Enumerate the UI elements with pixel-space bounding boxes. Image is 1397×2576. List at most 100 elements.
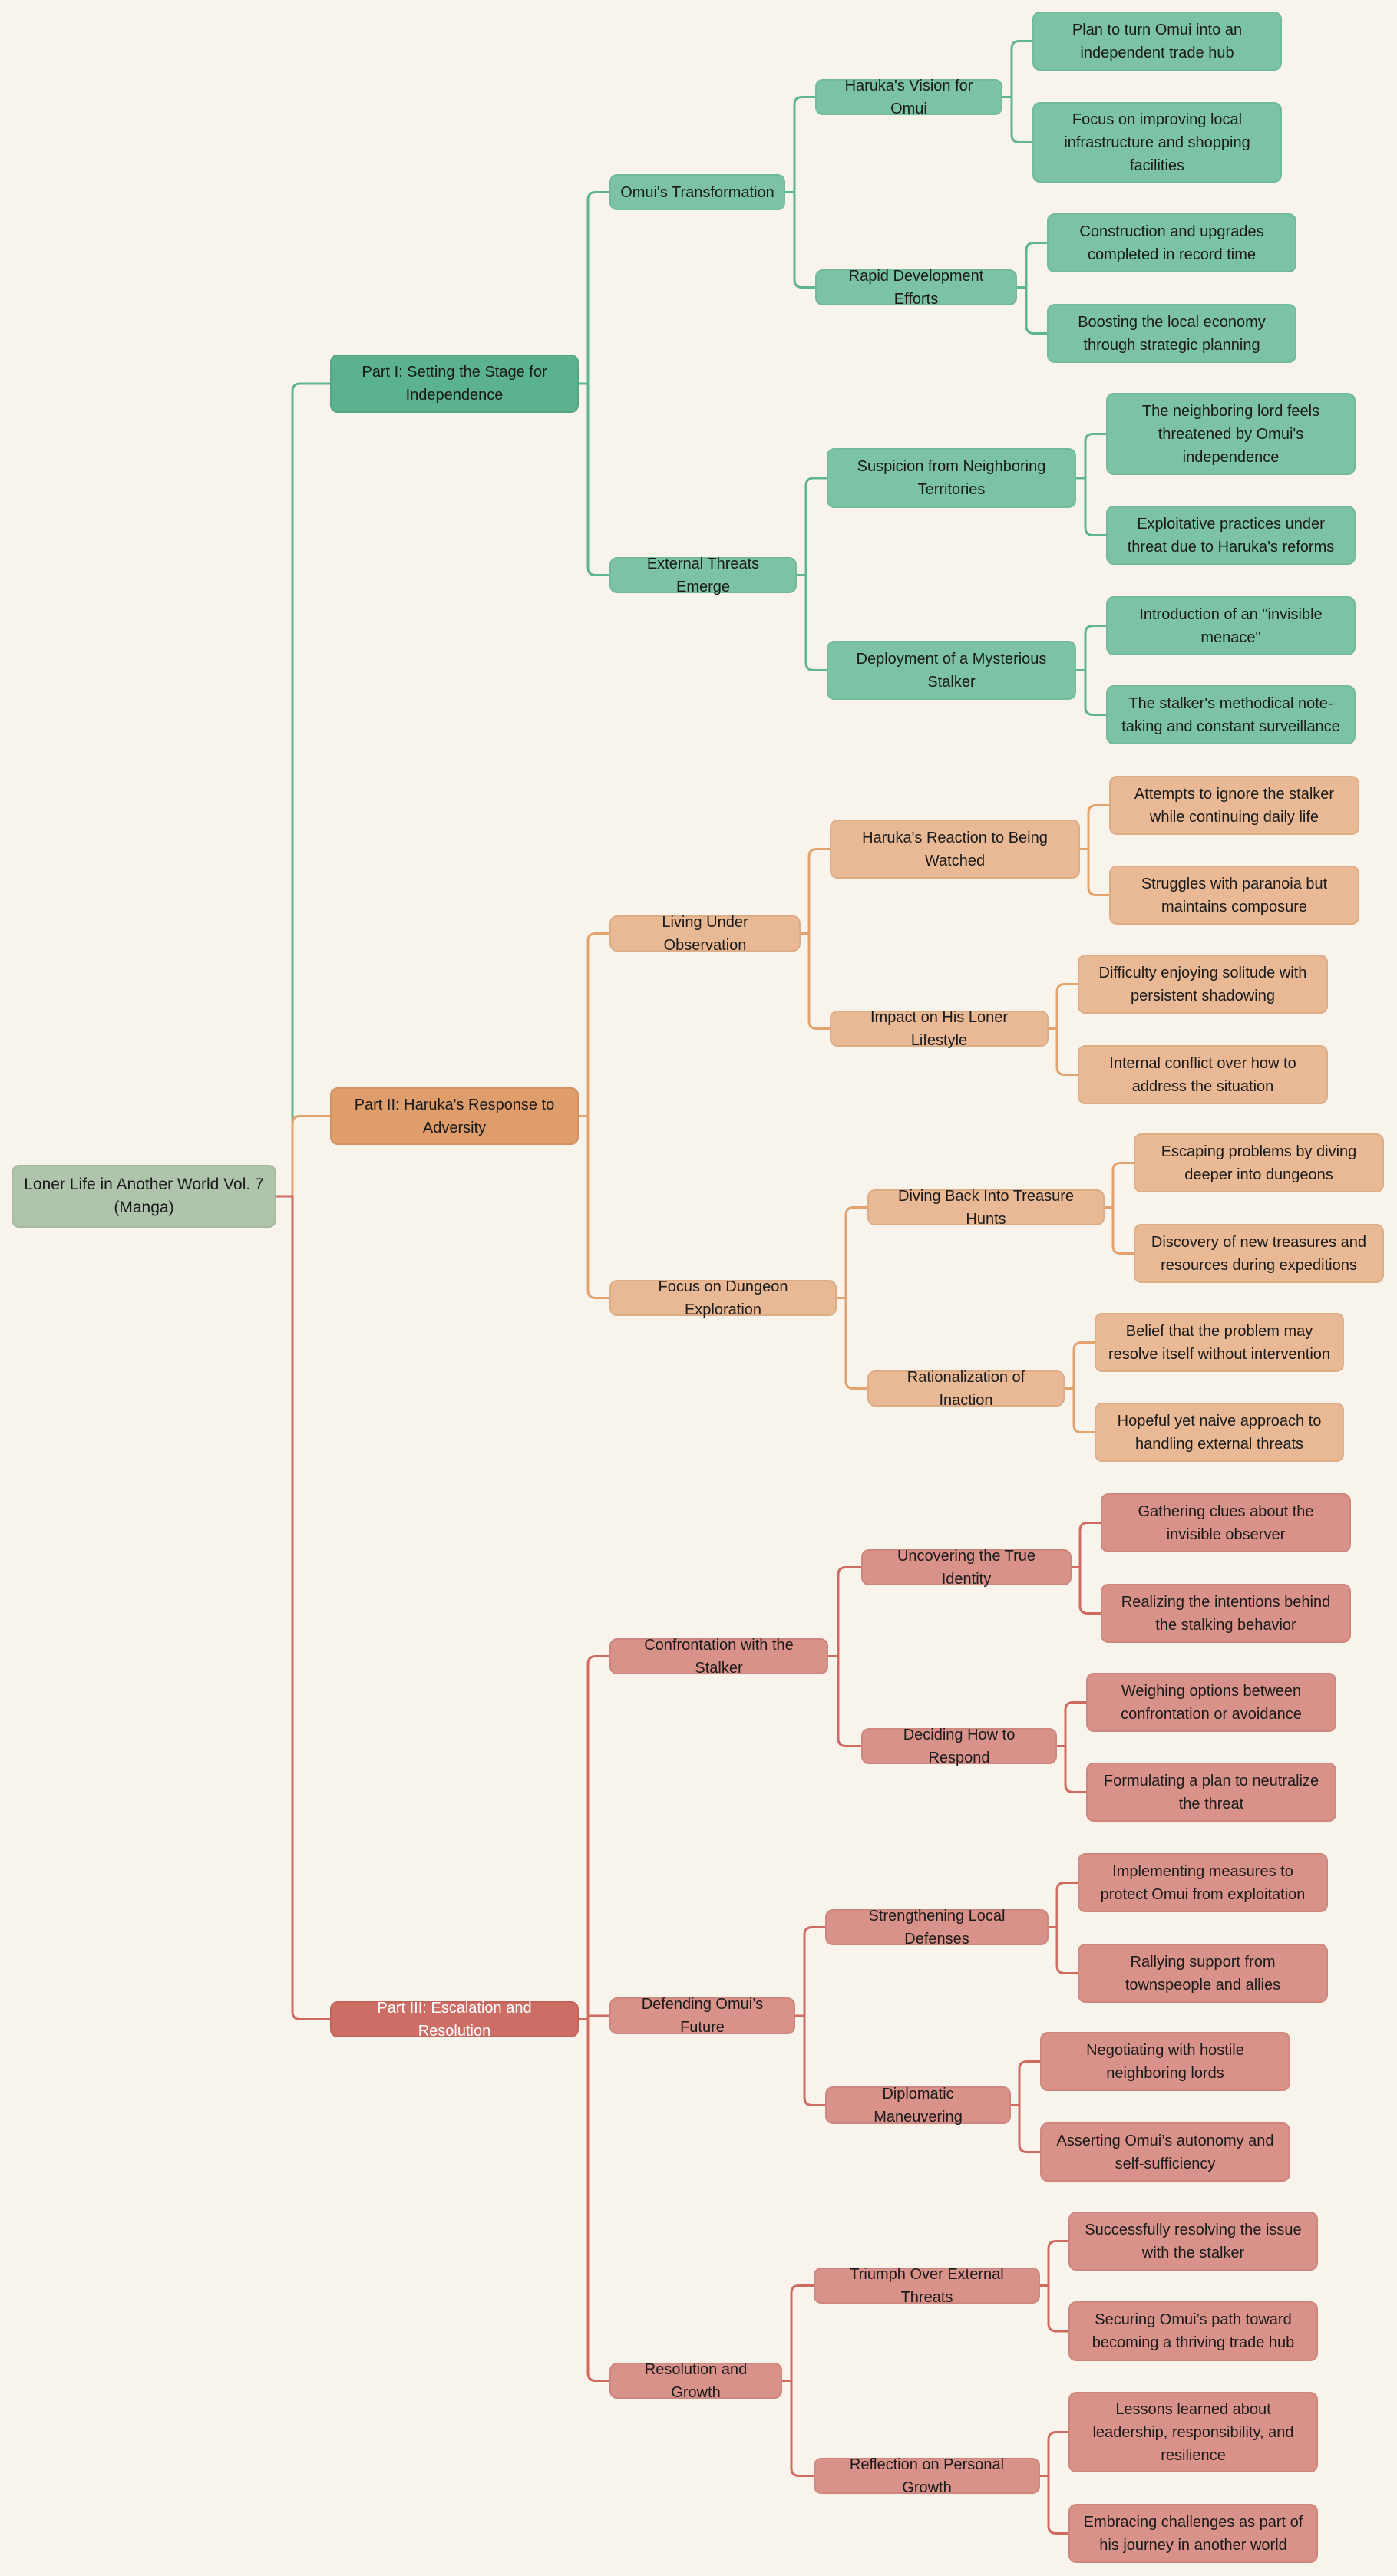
leaf-node[interactable]: Exploitative practices under threat due … bbox=[1106, 506, 1356, 565]
leaf-node[interactable]: Rallying support from townspeople and al… bbox=[1078, 1944, 1328, 2003]
leaf-node[interactable]: Formulating a plan to neutralize the thr… bbox=[1086, 1763, 1336, 1822]
subtopic-node[interactable]: Strengthening Local Defenses bbox=[825, 1908, 1049, 1948]
connector-line bbox=[1076, 669, 1106, 716]
connector-line bbox=[276, 1115, 330, 1198]
leaf-node[interactable]: Struggles with paranoia but maintains co… bbox=[1109, 866, 1359, 925]
connector-line bbox=[276, 382, 330, 1198]
leaf-node[interactable]: Escaping problems by diving deeper into … bbox=[1134, 1133, 1384, 1192]
connector-line bbox=[828, 1566, 861, 1657]
connector-line bbox=[1040, 2240, 1068, 2287]
topic-node[interactable]: External Threats Emerge bbox=[609, 556, 797, 595]
connector-line bbox=[782, 2380, 814, 2477]
subtopic-node[interactable]: Haruka's Vision for Omui bbox=[815, 78, 1002, 117]
leaf-node[interactable]: Difficulty enjoying solitude with persis… bbox=[1078, 955, 1328, 1014]
leaf-node[interactable]: Lessons learned about leadership, respon… bbox=[1068, 2392, 1318, 2472]
leaf-node[interactable]: Plan to turn Omui into an independent tr… bbox=[1032, 12, 1282, 71]
leaf-node[interactable]: Belief that the problem may resolve itse… bbox=[1095, 1313, 1344, 1372]
topic-node[interactable]: Focus on Dungeon Exploration bbox=[609, 1278, 837, 1318]
connector-line bbox=[1065, 1387, 1095, 1433]
leaf-node[interactable]: Boosting the local economy through strat… bbox=[1047, 304, 1296, 363]
topic-node[interactable]: Defending Omui’s Future bbox=[609, 1996, 795, 2036]
leaf-node[interactable]: Implementing measures to protect Omui fr… bbox=[1078, 1853, 1328, 1912]
connector-line bbox=[1080, 804, 1109, 850]
connector-line bbox=[837, 1297, 867, 1390]
connector-line bbox=[1076, 477, 1106, 536]
leaf-node[interactable]: Discovery of new treasures and resources… bbox=[1134, 1224, 1384, 1283]
subtopic-node[interactable]: Diplomatic Maneuvering bbox=[825, 2086, 1011, 2126]
connector-line bbox=[785, 96, 815, 193]
leaf-node[interactable]: Gathering clues about the invisible obse… bbox=[1101, 1493, 1351, 1552]
connector-line bbox=[1049, 1926, 1078, 1974]
leaf-node[interactable]: Asserting Omui’s autonomy and self-suffi… bbox=[1040, 2122, 1290, 2182]
leaf-node[interactable]: Construction and upgrades completed in r… bbox=[1047, 213, 1296, 272]
connector-line bbox=[1076, 433, 1106, 480]
connector-line bbox=[1017, 242, 1047, 289]
subtopic-node[interactable]: Diving Back Into Treasure Hunts bbox=[867, 1188, 1105, 1228]
leaf-node[interactable]: Negotiating with hostile neighboring lor… bbox=[1040, 2032, 1290, 2091]
subtopic-node[interactable]: Rapid Development Efforts bbox=[815, 268, 1017, 308]
connector-line bbox=[579, 932, 609, 1117]
branch-part-2[interactable]: Part II: Haruka's Response to Adversity bbox=[330, 1087, 579, 1145]
connector-line bbox=[797, 477, 827, 576]
connector-line bbox=[795, 2014, 825, 2106]
subtopic-node[interactable]: Impact on His Loner Lifestyle bbox=[830, 1009, 1049, 1049]
topic-node[interactable]: Living Under Observation bbox=[609, 914, 801, 954]
connector-line bbox=[1017, 286, 1047, 335]
leaf-node[interactable]: Internal conflict over how to address th… bbox=[1078, 1045, 1328, 1104]
subtopic-node[interactable]: Rationalization of Inaction bbox=[867, 1369, 1065, 1409]
connector-line bbox=[782, 2284, 814, 2382]
connector-line bbox=[1072, 1566, 1101, 1615]
connector-line bbox=[1057, 1745, 1086, 1793]
subtopic-node[interactable]: Deciding How to Respond bbox=[861, 1727, 1057, 1766]
connector-line bbox=[1072, 1522, 1101, 1568]
connector-line bbox=[579, 2018, 609, 2382]
leaf-node[interactable]: Securing Omui’s path toward becoming a t… bbox=[1068, 2301, 1318, 2361]
connector-line bbox=[579, 191, 609, 385]
leaf-node[interactable]: Focus on improving local infrastructure … bbox=[1032, 102, 1282, 183]
topic-node[interactable]: Resolution and Growth bbox=[609, 2361, 782, 2401]
leaf-node[interactable]: The neighboring lord feels threatened by… bbox=[1106, 393, 1356, 475]
connector-line bbox=[1105, 1162, 1134, 1209]
connector-line bbox=[1040, 2475, 1068, 2535]
connector-line bbox=[579, 1115, 609, 1299]
subtopic-node[interactable]: Suspicion from Neighboring Territories bbox=[827, 448, 1076, 508]
topic-node[interactable]: Omui's Transformation bbox=[609, 174, 785, 210]
leaf-node[interactable]: The stalker's methodical note-taking and… bbox=[1106, 685, 1356, 744]
connector-line bbox=[1049, 983, 1078, 1030]
connector-line bbox=[579, 382, 609, 576]
subtopic-node[interactable]: Uncovering the True Identity bbox=[861, 1548, 1072, 1588]
leaf-node[interactable]: Realizing the intentions behind the stal… bbox=[1101, 1584, 1351, 1643]
leaf-node[interactable]: Successfully resolving the issue with th… bbox=[1068, 2212, 1318, 2271]
connector-line bbox=[797, 574, 827, 671]
connector-line bbox=[828, 1655, 861, 1747]
connector-line bbox=[801, 848, 830, 935]
root-node[interactable]: Loner Life in Another World Vol. 7 (Mang… bbox=[12, 1165, 276, 1228]
connector-line bbox=[1049, 1027, 1078, 1076]
branch-part-1[interactable]: Part I: Setting the Stage for Independen… bbox=[330, 355, 579, 413]
topic-node[interactable]: Confrontation with the Stalker bbox=[609, 1637, 828, 1677]
leaf-node[interactable]: Attempts to ignore the stalker while con… bbox=[1109, 776, 1359, 835]
connector-line bbox=[1011, 2060, 1040, 2106]
connector-line bbox=[801, 932, 830, 1030]
leaf-node[interactable]: Hopeful yet naive approach to handling e… bbox=[1095, 1403, 1344, 1462]
connector-line bbox=[1002, 40, 1032, 98]
connector-line bbox=[1011, 2104, 1040, 2153]
subtopic-node[interactable]: Haruka's Reaction to Being Watched bbox=[830, 820, 1080, 879]
connector-line bbox=[837, 1206, 867, 1299]
subtopic-node[interactable]: Triumph Over External Threats bbox=[814, 2266, 1040, 2306]
connector-line bbox=[1057, 1701, 1086, 1747]
branch-part-3[interactable]: Part III: Escalation and Resolution bbox=[330, 2000, 579, 2040]
subtopic-node[interactable]: Deployment of a Mysterious Stalker bbox=[827, 641, 1076, 700]
leaf-node[interactable]: Weighing options between confrontation o… bbox=[1086, 1673, 1336, 1732]
connector-line bbox=[1076, 625, 1106, 671]
connector-line bbox=[276, 1195, 330, 2020]
connector-line bbox=[1065, 1341, 1095, 1390]
leaf-node[interactable]: Embracing challenges as part of his jour… bbox=[1068, 2504, 1318, 2563]
leaf-node[interactable]: Introduction of an "invisible menace" bbox=[1106, 596, 1356, 655]
connector-line bbox=[1002, 96, 1032, 143]
subtopic-node[interactable]: Reflection on Personal Growth bbox=[814, 2456, 1040, 2496]
connector-line bbox=[1040, 2284, 1068, 2333]
connector-line bbox=[795, 1926, 825, 2017]
connector-line bbox=[1040, 2431, 1068, 2477]
